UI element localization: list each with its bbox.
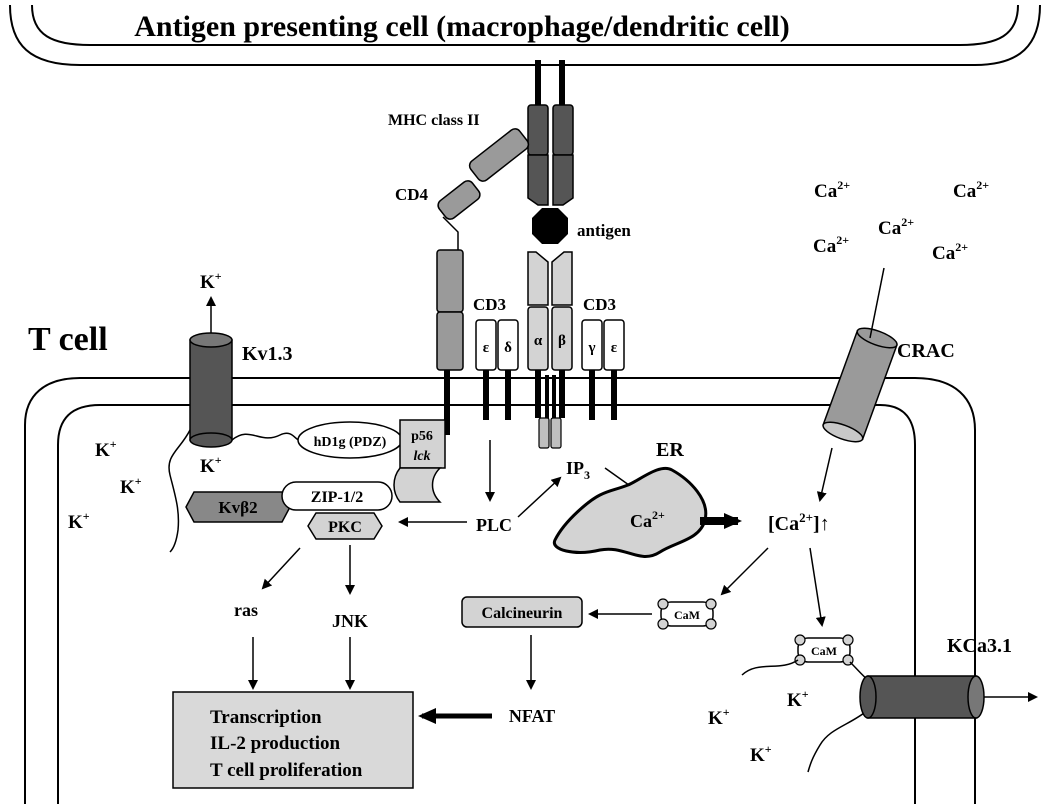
nfat-label: NFAT (509, 706, 555, 726)
hd1g-label: hD1g (PDZ) (314, 435, 387, 450)
cam-1 (657, 598, 717, 630)
cd3-left-complex (475, 319, 519, 420)
p56-lck-box (399, 419, 446, 469)
ca-ion: Ca2+ (953, 178, 989, 202)
zip-box (281, 481, 393, 511)
kv13-label: Kv1.3 (242, 343, 293, 365)
er-ca: Ca2+ (630, 508, 665, 531)
cd3-right-complex (581, 319, 625, 420)
ca-ion: Ca2+ (878, 215, 914, 239)
cam-2-label: CaM (811, 644, 837, 658)
ca-to-cam1-arrow (720, 547, 769, 596)
kca31-channel (859, 675, 985, 719)
pkc-label: PKC (328, 519, 362, 536)
k-ions: K+ K+ K+ K+ K+ K+ K+ K+ (68, 269, 809, 766)
antigen-octagon (532, 208, 568, 244)
tcr-beta: β (558, 333, 566, 349)
k-ion: K+ (708, 705, 730, 729)
jnk-label: JNK (332, 611, 368, 631)
kv13-channel (189, 296, 233, 448)
transcription-line-3: T cell proliferation (210, 760, 363, 781)
cd3-gamma: γ (587, 340, 595, 356)
cd3-epsilon-2: ε (611, 340, 618, 356)
plc-label: PLC (476, 515, 512, 535)
apc-membrane-outer (9, 4, 1041, 66)
kca31-tail-upper (741, 659, 799, 676)
kv13-tail (168, 429, 191, 553)
transcription-box (172, 691, 414, 789)
apc-membrane-inner (31, 4, 1019, 46)
transcription-line-2: IL-2 production (210, 733, 340, 754)
cam-2 (794, 634, 854, 666)
t-cell-membrane-outer (24, 377, 976, 804)
k-ion: K+ (95, 437, 117, 461)
ip3-label: IP3 (566, 458, 590, 482)
kca31-tail-lower (807, 709, 869, 773)
crac-to-ca-arrow (816, 447, 833, 502)
k-ion: K+ (68, 509, 90, 533)
calcineurin-box (461, 596, 583, 628)
lck-label: lck (413, 449, 430, 464)
k-ion: K+ (750, 742, 772, 766)
k-ion: K+ (787, 687, 809, 711)
tcr-alpha-beta (527, 251, 573, 449)
plc-to-ip3-arrow (517, 476, 562, 518)
crac-channel (822, 327, 898, 443)
extracellular-ca-ions: Ca2+ Ca2+ Ca2+ Ca2+ Ca2+ (813, 178, 989, 264)
kca31-label: KCa3.1 (947, 635, 1012, 657)
er-label: ER (656, 439, 684, 461)
k-ion: K+ (120, 474, 142, 498)
antigen-label: antigen (577, 221, 631, 240)
ca-ion: Ca2+ (932, 240, 968, 264)
cd4-receptor (436, 128, 530, 435)
ras-label: ras (234, 600, 258, 620)
mhc-label: MHC class II (388, 112, 480, 129)
cd3-left-label: CD3 (473, 295, 506, 314)
cd3-right-label: CD3 (583, 295, 616, 314)
tcr-alpha: α (534, 333, 543, 349)
kv13-pdz-linker (231, 432, 306, 442)
pkc-to-ras-arrow (261, 547, 301, 590)
pkc-hexagon (307, 512, 383, 540)
cam-1-label: CaM (674, 608, 700, 622)
p56-tail (393, 467, 442, 503)
cd3-delta: δ (504, 340, 512, 356)
calcineurin-label: Calcineurin (482, 605, 563, 622)
apc-title: Antigen presenting cell (macrophage/dend… (134, 10, 789, 43)
t-cell-label: T cell (28, 321, 108, 358)
ca-ion: Ca2+ (813, 233, 849, 257)
zip-label: ZIP-1/2 (311, 489, 363, 506)
ca-to-cam2-arrow (809, 547, 826, 627)
t-cell-membrane-inner (57, 404, 916, 804)
k-ion: K+ (200, 453, 222, 477)
cd4-label: CD4 (395, 185, 429, 204)
cd3-epsilon-1: ε (483, 340, 490, 356)
ca-concentration: [Ca2+]↑ (768, 510, 830, 535)
mhc-class-ii (527, 60, 574, 206)
crac-upper-line (869, 267, 885, 339)
ca-ion: Ca2+ (814, 178, 850, 202)
crac-label: CRAC (897, 340, 955, 362)
kvb2-label: Kvβ2 (218, 498, 257, 517)
p56-label: p56 (411, 429, 433, 444)
er-shape (552, 466, 708, 558)
k-ion: K+ (200, 269, 222, 293)
transcription-line-1: Transcription (210, 707, 322, 728)
